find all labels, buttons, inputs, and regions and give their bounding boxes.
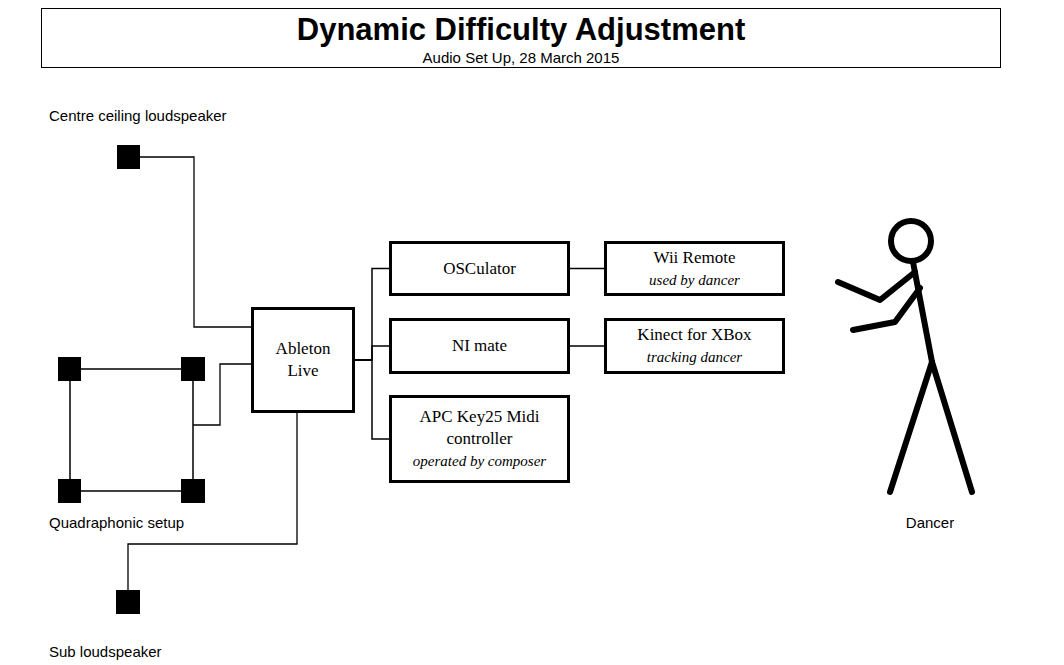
process-box: APC Key25 Midi controlleroperated by com… [389, 395, 570, 483]
box-heading: OSCulator [443, 258, 516, 280]
box-heading: APC Key25 Midi controller [396, 406, 563, 450]
part-label: Sub loudspeaker [49, 643, 162, 660]
dancer-figure [838, 221, 972, 492]
connector-line [355, 360, 389, 439]
box-note: operated by composer [413, 450, 546, 472]
loudspeaker-symbol [181, 479, 205, 503]
diagram-title: Dynamic Difficulty Adjustment [297, 12, 745, 48]
box-note: used by dancer [649, 269, 740, 291]
connector-line [570, 345, 604, 347]
loudspeaker-symbol [117, 145, 140, 169]
box-heading: NI mate [452, 335, 507, 357]
process-box: Ableton Live [251, 307, 355, 413]
loudspeaker-symbol [58, 479, 81, 503]
process-box: OSCulator [389, 241, 570, 296]
part-label: Centre ceiling loudspeaker [49, 107, 227, 124]
box-note: tracking dancer [647, 346, 742, 368]
connector-line [355, 269, 389, 361]
part-label: Dancer [906, 514, 954, 531]
subtitle: Audio Set Up, 28 March 2015 [423, 49, 620, 66]
connector-line [570, 268, 604, 270]
connector-line [355, 346, 389, 360]
process-box: NI mate [389, 318, 570, 374]
process-box: Wii Remoteused by dancer [604, 241, 785, 296]
box-heading: Ableton Live [258, 338, 348, 382]
title-frame [42, 9, 1001, 68]
loudspeaker-symbol [116, 590, 140, 614]
loudspeaker-symbol [181, 357, 205, 381]
process-box: Kinect for XBoxtracking dancer [604, 318, 785, 374]
speaker-wire [140, 157, 251, 327]
loudspeaker-symbol [58, 357, 81, 381]
speaker-wire [128, 413, 297, 590]
quad-wiring [70, 369, 193, 491]
part-label: Quadraphonic setup [49, 514, 184, 531]
box-heading: Wii Remote [654, 247, 736, 269]
box-heading: Kinect for XBox [637, 324, 751, 346]
